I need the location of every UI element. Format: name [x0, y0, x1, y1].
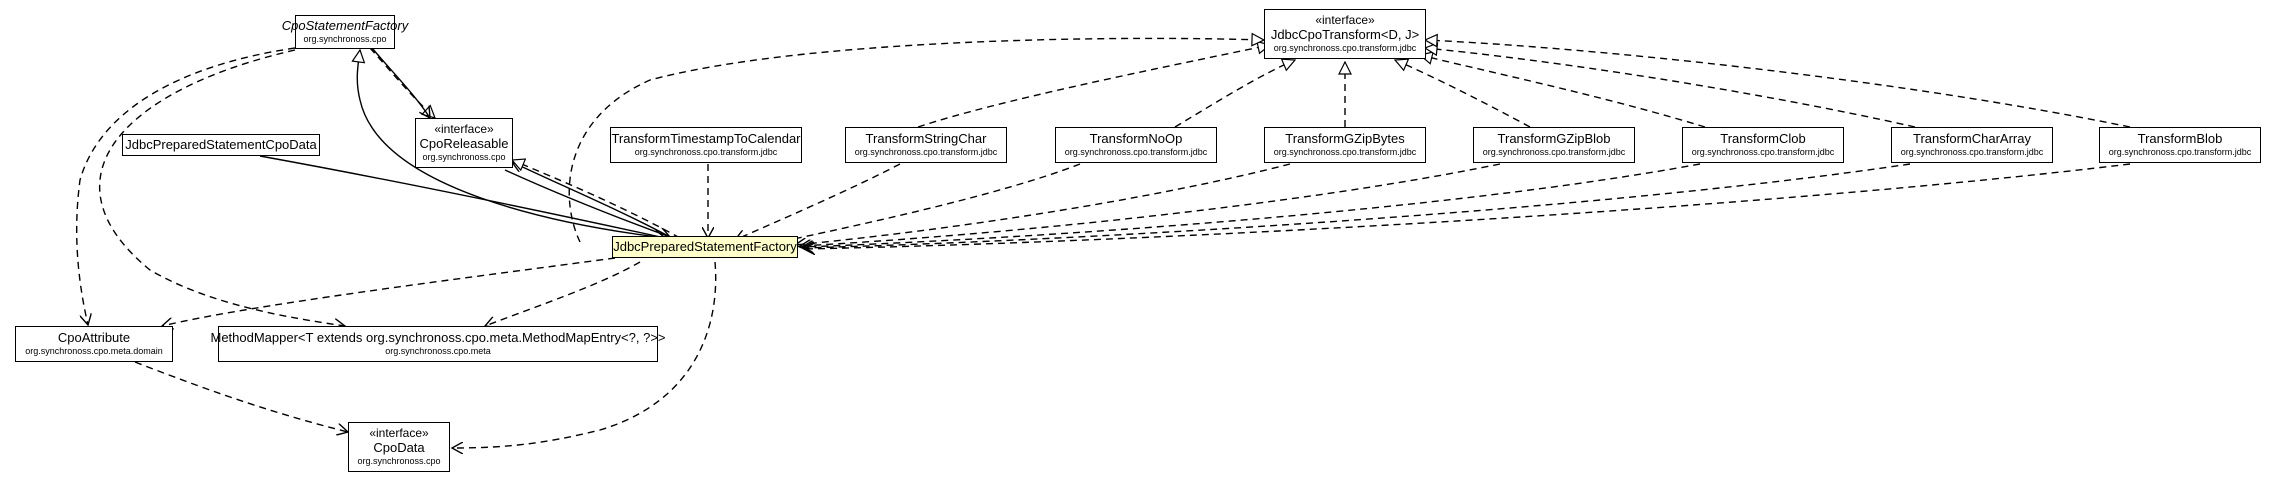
stereotype: «interface» [1315, 13, 1375, 28]
class-name: CpoData [373, 440, 425, 456]
edge-factory-dep-attribute [162, 257, 616, 326]
class-jdbc-prepared-statement-cpo-data[interactable]: JdbcPreparedStatementCpoData [122, 134, 320, 156]
class-name: CpoAttribute [57, 330, 131, 346]
class-name: CpoStatementFactory [281, 18, 409, 34]
package-name: org.synchronoss.cpo.transform.jdbc [2108, 147, 2252, 158]
edge-noop-realizes [1174, 60, 1295, 128]
class-name: TransformStringChar [865, 131, 987, 147]
edge-factory-dep-methodmapper [485, 261, 641, 326]
edge-stringchar-dep-factory [735, 163, 901, 240]
class-name: TransformNoOp [1089, 131, 1183, 147]
edge-statementfactory-dep-attribute [75, 47, 296, 325]
class-method-mapper[interactable]: MethodMapper<T extends org.synchronoss.c… [210, 326, 666, 362]
class-name: MethodMapper<T extends org.synchronoss.c… [210, 330, 666, 346]
class-name: JdbcCpoTransform<D, J> [1270, 27, 1420, 43]
stereotype: «interface» [369, 426, 429, 441]
edge-factory-to-releasable [512, 162, 671, 238]
class-name: JdbcPreparedStatementFactory [613, 238, 797, 254]
interface-cpo-releasable[interactable]: «interface» CpoReleasable org.synchronos… [415, 118, 513, 168]
edge-statementfactory-dep-methodmapper [98, 49, 345, 326]
class-transform-gzip-blob[interactable]: TransformGZipBlob org.synchronoss.cpo.tr… [1473, 127, 1635, 163]
edge-factory-realizes-releasable [512, 160, 681, 239]
class-name: TransformCharArray [1913, 131, 2031, 147]
edge-blob-dep-factory [804, 163, 2131, 249]
edge-chararray-realizes [1425, 48, 1916, 128]
class-name: TransformTimestampToCalendar [611, 131, 801, 147]
edge-statementfactory-assoc-releasable [371, 47, 430, 118]
class-name: JdbcPreparedStatementCpoData [125, 136, 317, 152]
class-jdbc-prepared-statement-factory[interactable]: JdbcPreparedStatementFactory [612, 236, 798, 258]
edge-clob-realizes [1420, 55, 1706, 128]
edge-attribute-dep-cpodata [134, 361, 348, 432]
edge-stringchar-realizes [917, 45, 1270, 128]
edge-cpodata-to-factory [259, 155, 665, 238]
package-name: org.synchronoss.cpo.transform.jdbc [634, 147, 778, 158]
package-name: org.synchronoss.cpo [303, 34, 387, 45]
package-name: org.synchronoss.cpo.transform.jdbc [1691, 147, 1835, 158]
edge-releasable-to-factory [504, 169, 670, 237]
edge-chararray-dep-factory [803, 163, 1911, 248]
class-transform-clob[interactable]: TransformClob org.synchronoss.cpo.transf… [1682, 127, 1844, 163]
edge-factory-extends-statementfactory [357, 50, 666, 239]
class-transform-no-op[interactable]: TransformNoOp org.synchronoss.cpo.transf… [1055, 127, 1217, 163]
stereotype: «interface» [434, 122, 494, 137]
edge-gzipbytes-dep-factory [795, 163, 1291, 245]
interface-jdbc-cpo-transform[interactable]: «interface» JdbcCpoTransform<D, J> org.s… [1264, 9, 1426, 59]
package-name: org.synchronoss.cpo.transform.jdbc [1482, 147, 1626, 158]
package-name: org.synchronoss.cpo.transform.jdbc [1273, 147, 1417, 158]
edge-factory-dep-cpodata [452, 261, 717, 448]
edge-gzipblob-dep-factory [800, 163, 1501, 246]
class-cpo-attribute[interactable]: CpoAttribute org.synchronoss.cpo.meta.do… [15, 326, 173, 362]
class-cpo-statement-factory[interactable]: CpoStatementFactory org.synchronoss.cpo [282, 15, 408, 49]
package-name: org.synchronoss.cpo [357, 456, 441, 467]
class-name: CpoReleasable [419, 136, 509, 152]
package-name: org.synchronoss.cpo.transform.jdbc [1273, 43, 1417, 54]
package-name: org.synchronoss.cpo.transform.jdbc [1900, 147, 2044, 158]
class-transform-blob[interactable]: TransformBlob org.synchronoss.cpo.transf… [2099, 127, 2261, 163]
package-name: org.synchronoss.cpo.transform.jdbc [854, 147, 998, 158]
package-name: org.synchronoss.cpo.transform.jdbc [1064, 147, 1208, 158]
class-transform-string-char[interactable]: TransformStringChar org.synchronoss.cpo.… [845, 127, 1007, 163]
package-name: org.synchronoss.cpo.meta.domain [25, 346, 163, 357]
edge-gzipblob-realizes [1395, 60, 1531, 128]
package-name: org.synchronoss.cpo.meta [385, 346, 491, 357]
class-transform-char-array[interactable]: TransformCharArray org.synchronoss.cpo.t… [1891, 127, 2053, 163]
interface-cpo-data[interactable]: «interface» CpoData org.synchronoss.cpo [348, 422, 450, 472]
edge-clob-dep-factory [802, 163, 1701, 247]
edge-factory-dep-transform [568, 38, 1264, 243]
class-name: TransformGZipBytes [1285, 131, 1405, 147]
class-name: TransformClob [1720, 131, 1806, 147]
class-transform-gzip-bytes[interactable]: TransformGZipBytes org.synchronoss.cpo.t… [1264, 127, 1426, 163]
class-name: TransformGZipBlob [1497, 131, 1611, 147]
class-name: TransformBlob [2137, 131, 2223, 147]
package-name: org.synchronoss.cpo [422, 152, 506, 163]
edge-noop-dep-factory [770, 163, 1081, 244]
class-transform-timestamp-to-calendar[interactable]: TransformTimestampToCalendar org.synchro… [610, 127, 802, 163]
edge-blob-realizes [1425, 40, 2131, 128]
